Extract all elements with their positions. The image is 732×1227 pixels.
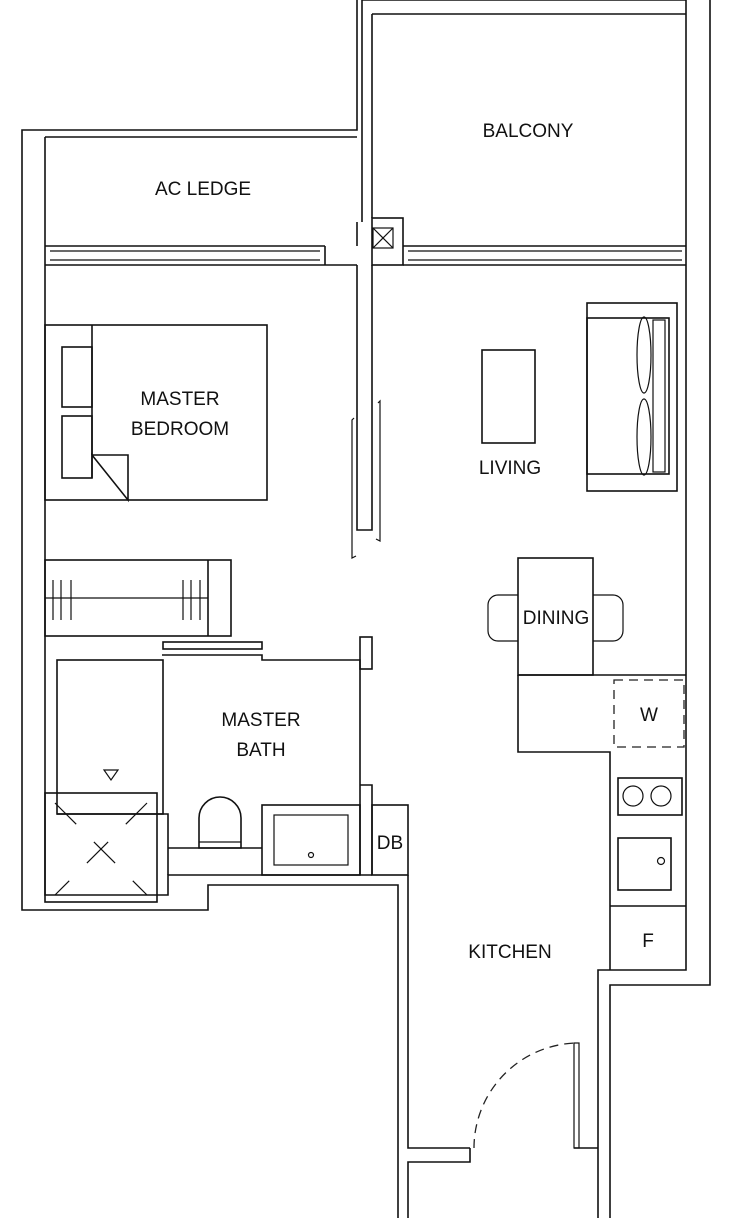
- walls: [21, 0, 711, 1218]
- living-furniture: [481, 302, 678, 492]
- ac-ledge-label: AC LEDGE: [155, 179, 251, 200]
- balcony-label: BALCONY: [483, 121, 574, 142]
- kitchen-counter: [473, 674, 686, 1149]
- master-bedroom-label-line1: MASTER: [140, 389, 219, 410]
- db-label: DB: [377, 833, 403, 854]
- dining-label: DINING: [523, 608, 590, 629]
- master-bath-label-line2: BATH: [236, 740, 285, 761]
- fridge-label: F: [642, 931, 654, 952]
- bed: [44, 324, 268, 503]
- wardrobe: [44, 559, 373, 670]
- master-bedroom-label-line2: BEDROOM: [131, 419, 229, 440]
- washer-label: W: [640, 705, 658, 726]
- living-label: LIVING: [479, 458, 541, 479]
- master-bath-label-line1: MASTER: [221, 710, 300, 731]
- bathroom: [44, 654, 409, 903]
- kitchen-label: KITCHEN: [468, 942, 551, 963]
